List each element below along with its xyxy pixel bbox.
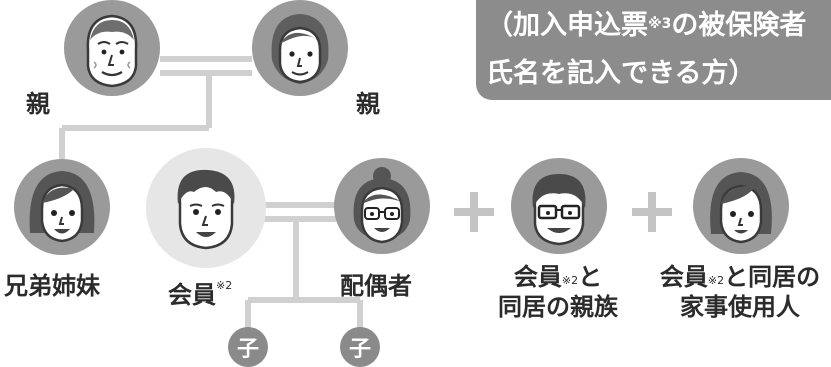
spouse-label: 配偶者 bbox=[340, 272, 412, 300]
domestic-label-line-2: 家事使用人 bbox=[680, 293, 800, 321]
header-footnote-mark: ※3 bbox=[648, 16, 672, 32]
sibling-icon bbox=[14, 159, 110, 255]
domestic-footnote-mark: ※2 bbox=[707, 274, 725, 287]
member-label: 会員※2 bbox=[168, 275, 232, 310]
relative-footnote-mark: ※2 bbox=[561, 274, 579, 287]
member-footnote-mark: ※2 bbox=[216, 279, 233, 292]
member-label-text: 会員 bbox=[168, 281, 216, 309]
relative-label-text-b: と bbox=[578, 263, 603, 291]
member-icon bbox=[146, 148, 266, 268]
parent-right-label: 親 bbox=[356, 90, 380, 118]
child-1-badge: 子 bbox=[228, 327, 268, 367]
sibling-label: 兄弟姉妹 bbox=[4, 272, 100, 300]
domestic-worker-icon bbox=[693, 158, 789, 254]
plus-icon bbox=[632, 192, 672, 232]
relative-icon bbox=[511, 158, 607, 254]
parent-mother-icon bbox=[252, 0, 348, 96]
relative-label-text-a: 会員 bbox=[513, 263, 562, 291]
spouse-icon bbox=[334, 158, 430, 254]
header-line-1-text-b: の被保険者 bbox=[671, 10, 807, 41]
relative-label-line-2: 同居の親族 bbox=[498, 293, 618, 321]
domestic-label-text-b: と同居の bbox=[724, 263, 821, 291]
domestic-label-line-1: 会員※2と同居の bbox=[650, 262, 830, 292]
child-2-badge: 子 bbox=[340, 327, 380, 367]
relative-label: 会員※2と 同居の親族 bbox=[496, 262, 620, 322]
relative-label-line-1: 会員※2と bbox=[496, 262, 620, 292]
header-line-2: 氏名を記入できる方） bbox=[486, 58, 756, 89]
parent-left-label: 親 bbox=[26, 90, 50, 118]
domestic-label-text-a: 会員 bbox=[659, 263, 708, 291]
insured-name-header: （加入申込票※3の被保険者 氏名を記入できる方） bbox=[476, 0, 831, 100]
domestic-worker-label: 会員※2と同居の 家事使用人 bbox=[650, 262, 830, 322]
parent-father-icon bbox=[64, 0, 160, 96]
header-line-1: （加入申込票※3の被保険者 bbox=[486, 4, 806, 48]
header-line-1-text-a: （加入申込票 bbox=[486, 10, 648, 41]
plus-icon bbox=[454, 192, 494, 232]
